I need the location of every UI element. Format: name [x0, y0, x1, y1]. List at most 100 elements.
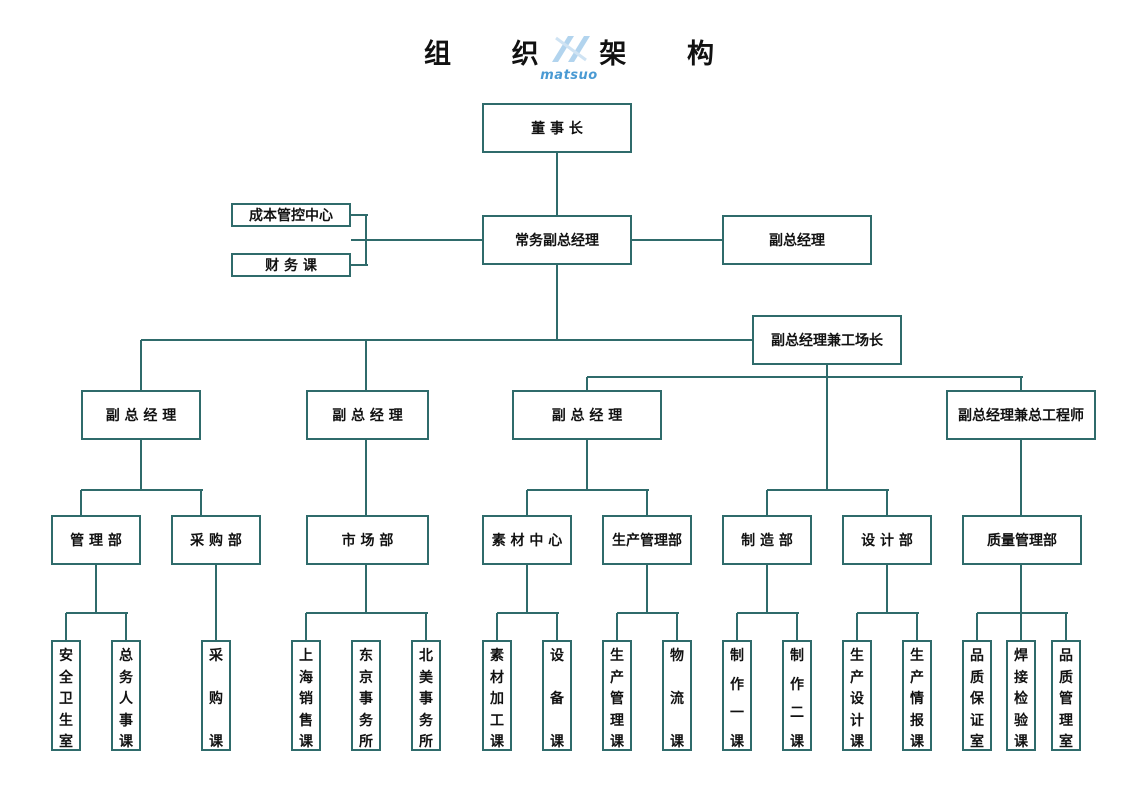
section-char: 一 [730, 705, 744, 722]
section-char: 物 [670, 648, 684, 664]
section-char: 课 [299, 734, 313, 750]
section-char: 购 [209, 691, 223, 707]
section-box-material-processing: 素材加工课 [482, 640, 512, 751]
connector-line [95, 565, 97, 614]
connector-line [425, 613, 427, 641]
section-box-north-america-office: 北美事务所 [411, 640, 441, 751]
section-box-manufacturing-2: 制作二课 [782, 640, 812, 751]
connector-line [215, 565, 217, 641]
section-box-general-hr: 总务人事课 [111, 640, 141, 751]
section-char: 室 [59, 734, 73, 750]
connector-line [587, 376, 1023, 378]
section-char: 课 [610, 734, 624, 750]
section-box-production-info: 生产情报课 [902, 640, 932, 751]
section-char: 课 [209, 734, 223, 750]
section-char: 备 [550, 691, 564, 707]
market-dept-box: 市 场 部 [306, 515, 429, 565]
connector-line [826, 365, 828, 491]
section-char: 质 [970, 669, 984, 686]
matsuo-logo-icon [552, 36, 590, 62]
section-char: 二 [790, 705, 804, 722]
connector-line [1020, 565, 1022, 614]
connector-line [81, 489, 203, 491]
section-char: 销 [299, 691, 313, 707]
connector-line [496, 613, 498, 641]
connector-line [66, 612, 128, 614]
section-char: 流 [670, 691, 684, 707]
section-char: 课 [119, 734, 133, 750]
connector-line [856, 613, 858, 641]
section-char: 室 [970, 734, 984, 750]
section-box-shanghai-sales: 上海销售课 [291, 640, 321, 751]
connector-line [886, 565, 888, 614]
section-box-quality-management: 品质管理室 [1051, 640, 1081, 751]
connector-line [526, 565, 528, 614]
section-char: 全 [59, 669, 73, 686]
section-char: 北 [419, 648, 433, 664]
connector-line [1020, 440, 1022, 516]
section-char: 理 [1059, 712, 1073, 729]
manufacturing-dept-box: 制 造 部 [722, 515, 812, 565]
connector-line [351, 239, 484, 241]
material-center-box: 素 材 中 心 [482, 515, 572, 565]
section-char: 上 [299, 648, 313, 664]
section-char: 焊 [1014, 648, 1028, 664]
connector-line [796, 613, 798, 641]
section-char: 制 [790, 648, 804, 664]
section-char: 卫 [59, 691, 73, 707]
section-box-purchasing: 采购课 [201, 640, 231, 751]
section-char: 室 [1059, 734, 1073, 750]
chairman-box: 董 事 长 [482, 103, 632, 153]
section-char: 作 [790, 676, 804, 693]
section-char: 材 [490, 669, 504, 686]
connector-line [736, 613, 738, 641]
section-char: 东 [359, 648, 373, 664]
section-char: 验 [1014, 712, 1028, 729]
section-box-logistics: 物流课 [662, 640, 692, 751]
connector-line [916, 613, 918, 641]
connector-line [141, 339, 754, 341]
connector-line [1020, 377, 1022, 391]
section-char: 课 [550, 734, 564, 750]
section-box-safety: 安全卫生室 [51, 640, 81, 751]
section-char: 课 [790, 734, 804, 750]
section-char: 产 [850, 669, 864, 686]
section-char: 设 [850, 691, 864, 707]
section-char: 报 [910, 712, 924, 729]
connector-line [140, 340, 142, 391]
section-char: 事 [119, 712, 133, 729]
connector-line [365, 440, 367, 516]
connector-line [65, 613, 67, 641]
connector-line [497, 612, 559, 614]
cost-control-center-box: 成本管控中心 [231, 203, 351, 227]
production-mgmt-dept-box: 生产管理部 [602, 515, 692, 565]
section-char: 工 [490, 712, 504, 729]
section-char: 生 [910, 648, 924, 664]
section-char: 生 [610, 648, 624, 664]
section-char: 管 [1059, 691, 1073, 707]
purchasing-dept-box: 采 购 部 [171, 515, 261, 565]
finance-section-box: 财 务 课 [231, 253, 351, 277]
connector-line [365, 340, 367, 391]
connector-line [80, 490, 82, 516]
section-char: 接 [1014, 669, 1028, 686]
section-char: 情 [910, 691, 924, 707]
section-char: 人 [119, 691, 133, 707]
section-box-production-design: 生产设计课 [842, 640, 872, 751]
section-box-tokyo-office: 东京事务所 [351, 640, 381, 751]
vice-president-box: 副总经理 [722, 215, 872, 265]
connector-line [200, 490, 202, 516]
connector-line [527, 489, 649, 491]
connector-line [616, 613, 618, 641]
executive-vp-box: 常务副总经理 [482, 215, 632, 265]
connector-line [556, 613, 558, 641]
section-char: 课 [850, 734, 864, 750]
section-char: 务 [119, 669, 133, 686]
connector-line [857, 612, 919, 614]
section-char: 京 [359, 669, 373, 686]
section-char: 生 [59, 712, 73, 729]
section-char: 安 [59, 648, 73, 664]
section-char: 理 [610, 712, 624, 729]
vp-box-2: 副 总 经 理 [306, 390, 429, 440]
